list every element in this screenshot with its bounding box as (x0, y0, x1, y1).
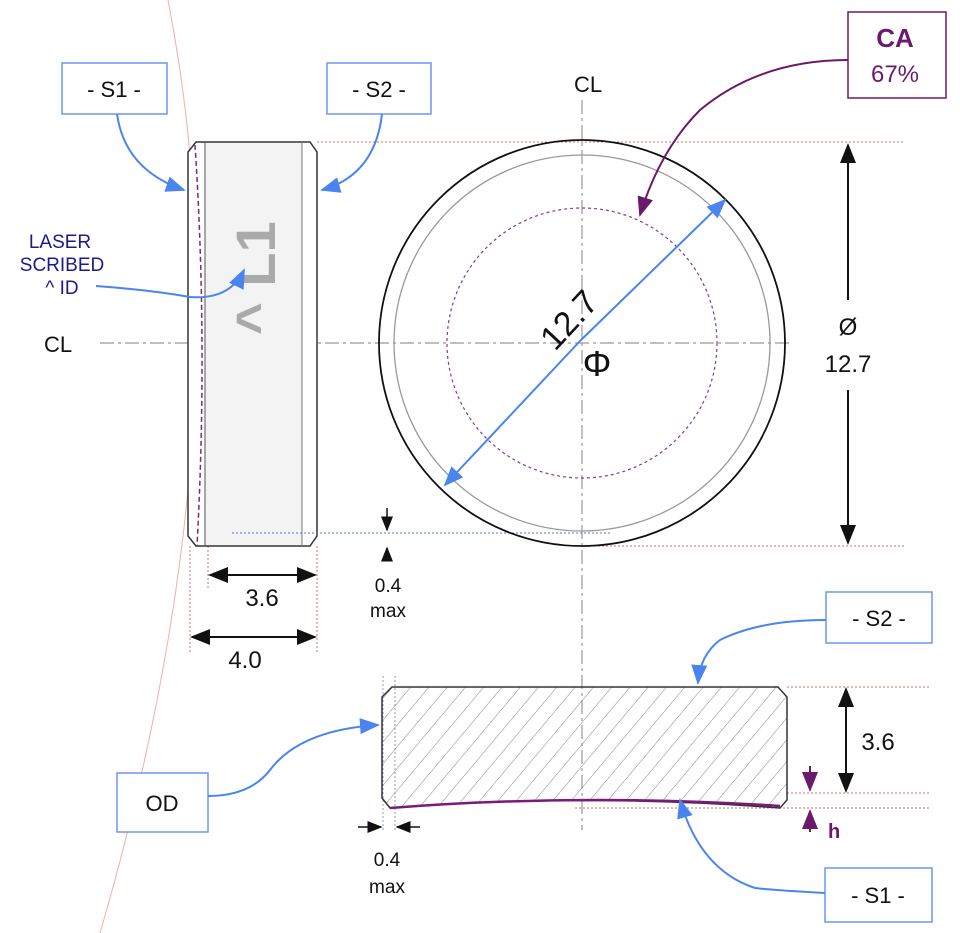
svg-text:- S2 -: - S2 - (852, 606, 906, 631)
centerline-symbol-top: CL (574, 72, 602, 97)
svg-text:CL: CL (44, 332, 72, 357)
svg-text:- S1 -: - S1 - (851, 883, 905, 908)
s1-callout-top: - S1 - (61, 62, 186, 192)
svg-text:^ ID: ^ ID (45, 278, 78, 299)
lens-front-view: 12.7 Φ (378, 139, 786, 547)
od-callout: OD (116, 718, 380, 833)
laser-scribed-note: LASER SCRIBED ^ ID (20, 232, 245, 299)
svg-text:- S1 -: - S1 - (87, 77, 141, 102)
svg-text:Ø: Ø (839, 314, 858, 341)
svg-text:max: max (369, 877, 405, 898)
svg-text:Φ: Φ (583, 343, 612, 384)
s2-callout-bottom: - S2 - (691, 591, 933, 685)
edge-thickness-dimension: 4.0 (190, 629, 317, 674)
svg-text:CA: CA (876, 23, 914, 53)
od-dimension: Ø 12.7 (825, 143, 872, 545)
svg-text:h: h (828, 821, 840, 843)
svg-text:SCRIBED: SCRIBED (20, 255, 104, 276)
s1-callout-bottom: - S1 - (677, 798, 933, 923)
section-thickness-dimension: 3.6 (838, 687, 895, 793)
svg-text:3.6: 3.6 (861, 729, 894, 756)
svg-text:4.0: 4.0 (228, 647, 261, 674)
svg-text:CL: CL (574, 72, 602, 97)
svg-text:12.7: 12.7 (825, 351, 872, 378)
svg-text:OD: OD (146, 791, 179, 816)
s2-callout-top: - S2 - (320, 62, 432, 193)
scribed-id-text: ^ L1 (224, 221, 287, 335)
sag-dimension: h (802, 766, 840, 843)
svg-text:LASER: LASER (29, 232, 91, 253)
svg-text:0.4: 0.4 (375, 576, 402, 597)
lens-side-view: ^ L1 (187, 141, 318, 547)
svg-text:0.4: 0.4 (374, 850, 401, 871)
center-thickness-dimension: 3.6 (208, 567, 317, 612)
svg-text:max: max (370, 601, 406, 622)
scribe-depth-dimension: 0.4 max (370, 508, 406, 622)
centerline-symbol-left: CL (44, 332, 72, 357)
lens-section-view (381, 676, 930, 830)
clear-aperture-callout: CA 67% (637, 11, 947, 217)
svg-text:67%: 67% (871, 61, 919, 88)
svg-text:- S2 -: - S2 - (352, 77, 406, 102)
od-chamfer-dimension: 0.4 max (358, 821, 420, 898)
svg-text:3.6: 3.6 (245, 585, 278, 612)
